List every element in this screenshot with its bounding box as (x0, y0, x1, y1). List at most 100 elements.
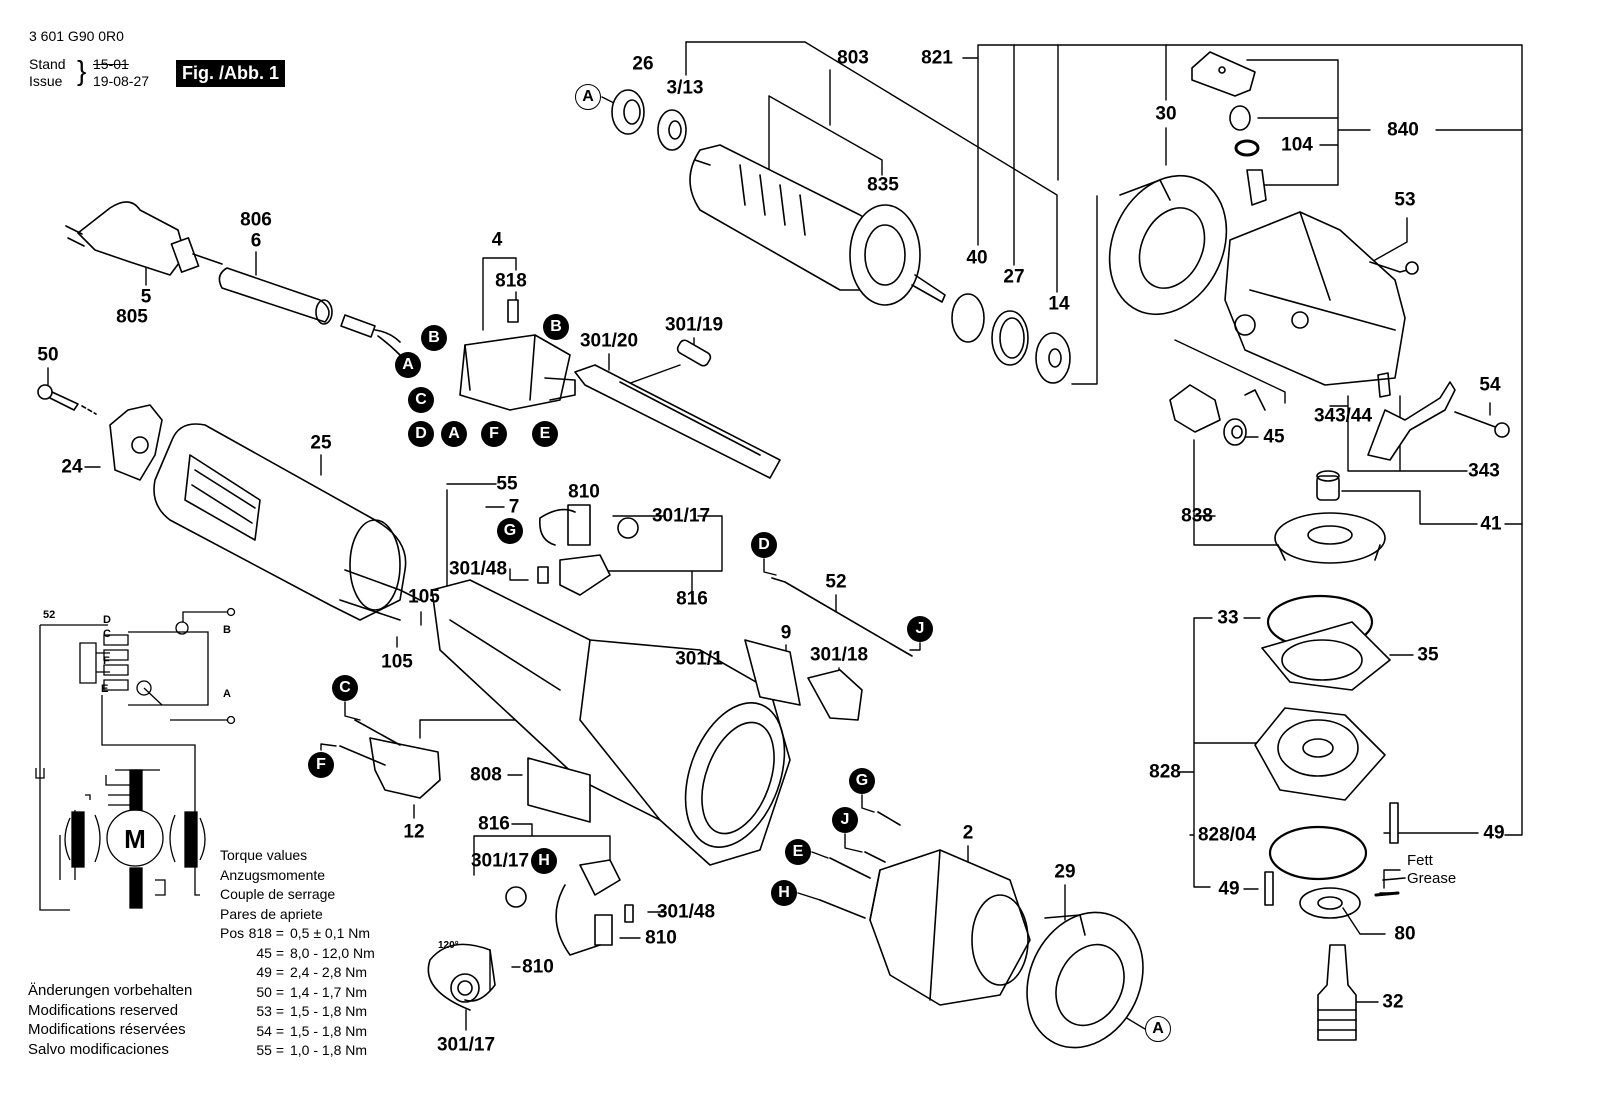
part-label[interactable]: 5 (140, 286, 152, 308)
part-label[interactable]: 41 (1480, 513, 1502, 535)
wiring-terminal-e: E (101, 683, 109, 695)
part-label[interactable]: 6 (250, 230, 262, 252)
part-bearings-top (611, 89, 687, 151)
connector-marker: D (408, 421, 434, 447)
part-label[interactable]: 26 (632, 53, 654, 75)
part-label[interactable]: 45 (1263, 426, 1285, 448)
torque-pos: 54 = (256, 1022, 284, 1039)
part-label[interactable]: 35 (1417, 644, 1439, 666)
part-label[interactable]: 343/44 (1313, 405, 1373, 427)
part-label[interactable]: 40 (966, 247, 988, 269)
figure-label: Fig. /Abb. 1 (176, 60, 285, 87)
connector-marker: F (308, 752, 334, 778)
connector-marker: C (332, 675, 358, 701)
disclaimer-es: Salvo modificaciones (28, 1040, 169, 1058)
part-label[interactable]: 301/20 (579, 330, 639, 352)
part-cord-sleeve (218, 267, 401, 356)
part-label[interactable]: 835 (867, 174, 899, 196)
wiring-output-a: A (223, 688, 231, 700)
connector-marker: C (408, 387, 434, 413)
part-label[interactable]: 55 (496, 473, 518, 495)
part-label[interactable]: 828/04 (1197, 824, 1257, 846)
part-label[interactable]: 816 (676, 588, 708, 610)
part-label[interactable]: 12 (403, 821, 425, 843)
part-label[interactable]: 105 (381, 651, 413, 673)
part-label[interactable]: 805 (116, 306, 148, 328)
part-label[interactable]: 343 (1468, 460, 1500, 482)
part-label[interactable]: 2 (962, 822, 974, 844)
part-label[interactable]: 301/17 (651, 505, 711, 527)
part-label[interactable]: 806 (240, 209, 272, 231)
part-label[interactable]: 3/13 (666, 77, 704, 99)
part-label[interactable]: 54 (1479, 374, 1501, 396)
torque-value: 8,0 - 12,0 Nm (290, 944, 375, 961)
part-label[interactable]: 838 (1181, 505, 1213, 527)
part-pinion-nut (1169, 384, 1266, 446)
grease-note-en: Grease (1407, 870, 1457, 887)
torque-title-en: Torque values (220, 847, 308, 863)
part-label[interactable]: 105 (408, 586, 440, 608)
torque-pos: 49 = (256, 964, 284, 980)
connector-marker: A (441, 421, 467, 447)
wiring-title: 52 (43, 609, 56, 621)
part-label[interactable]: 9 (780, 622, 792, 644)
part-label[interactable]: 27 (1003, 266, 1025, 288)
part-label[interactable]: 53 (1394, 189, 1416, 211)
torque-title-de: Anzugsmomente (220, 866, 326, 883)
part-label[interactable]: 301/17 (436, 1034, 496, 1056)
part-label[interactable]: 803 (837, 47, 869, 69)
connector-marker: E (532, 421, 558, 447)
motor-symbol: M (124, 824, 146, 854)
disclaimer-en: Modifications reserved (28, 1001, 179, 1019)
part-label[interactable]: 49 (1483, 822, 1505, 844)
part-label[interactable]: 14 (1048, 293, 1070, 315)
part-label[interactable]: 301/1 (675, 648, 723, 670)
part-label[interactable]: 301/48 (656, 901, 716, 923)
part-label[interactable]: 7 (508, 496, 520, 518)
part-label[interactable]: 301/17 (470, 850, 530, 872)
part-label[interactable]: 810 (645, 927, 677, 949)
part-label[interactable]: 301/48 (448, 558, 508, 580)
part-label[interactable]: 810 (568, 481, 600, 503)
part-label[interactable]: 24 (61, 456, 83, 478)
torque-row: 50 =1,4 - 1,7 Nm (220, 983, 375, 1003)
part-label[interactable]: 49 (1218, 878, 1240, 900)
part-label[interactable]: 816 (478, 813, 510, 835)
part-label[interactable]: 810 (522, 956, 554, 978)
part-label[interactable]: 33 (1217, 607, 1239, 629)
old-date-struck: 15-01 (93, 56, 129, 72)
part-label[interactable]: 818 (495, 270, 527, 292)
connector-marker: H (771, 880, 797, 906)
part-label[interactable]: 821 (921, 47, 953, 69)
connector-marker: G (849, 768, 875, 794)
part-label[interactable]: 50 (37, 344, 59, 366)
part-label[interactable]: 301/18 (809, 644, 869, 666)
part-plug (65, 201, 223, 276)
torque-values: Torque values Anzugsmomente Couple de se… (220, 846, 375, 1061)
part-label[interactable]: 32 (1382, 991, 1404, 1013)
part-label[interactable]: 840 (1387, 119, 1419, 141)
modification-disclaimer: Änderungen vorbehalten Modifications res… (28, 981, 192, 1059)
part-switch-4 (459, 299, 576, 411)
part-motor-housing-25 (153, 423, 421, 621)
part-label[interactable]: 52 (825, 571, 847, 593)
part-label[interactable]: 4 (491, 229, 503, 251)
wiring-diagram (35, 607, 236, 911)
part-label[interactable]: 104 (1281, 134, 1313, 156)
part-label[interactable]: 80 (1394, 923, 1416, 945)
part-flange-828 (1254, 594, 1399, 919)
part-label[interactable]: 25 (310, 432, 332, 454)
part-screw-50 (37, 384, 97, 415)
part-gear-housing (1224, 211, 1419, 386)
torque-value: 1,5 - 1,8 Nm (290, 1003, 368, 1019)
part-label[interactable]: 30 (1155, 103, 1177, 125)
part-fan-baffle-29 (1026, 911, 1144, 1049)
part-label[interactable]: 808 (470, 764, 502, 786)
connector-marker: E (785, 839, 811, 865)
issue-date: 19-08-27 (93, 73, 150, 89)
part-label[interactable]: 29 (1054, 861, 1076, 883)
part-label[interactable]: 828 (1149, 761, 1181, 783)
part-label[interactable]: 301/19 (664, 314, 724, 336)
